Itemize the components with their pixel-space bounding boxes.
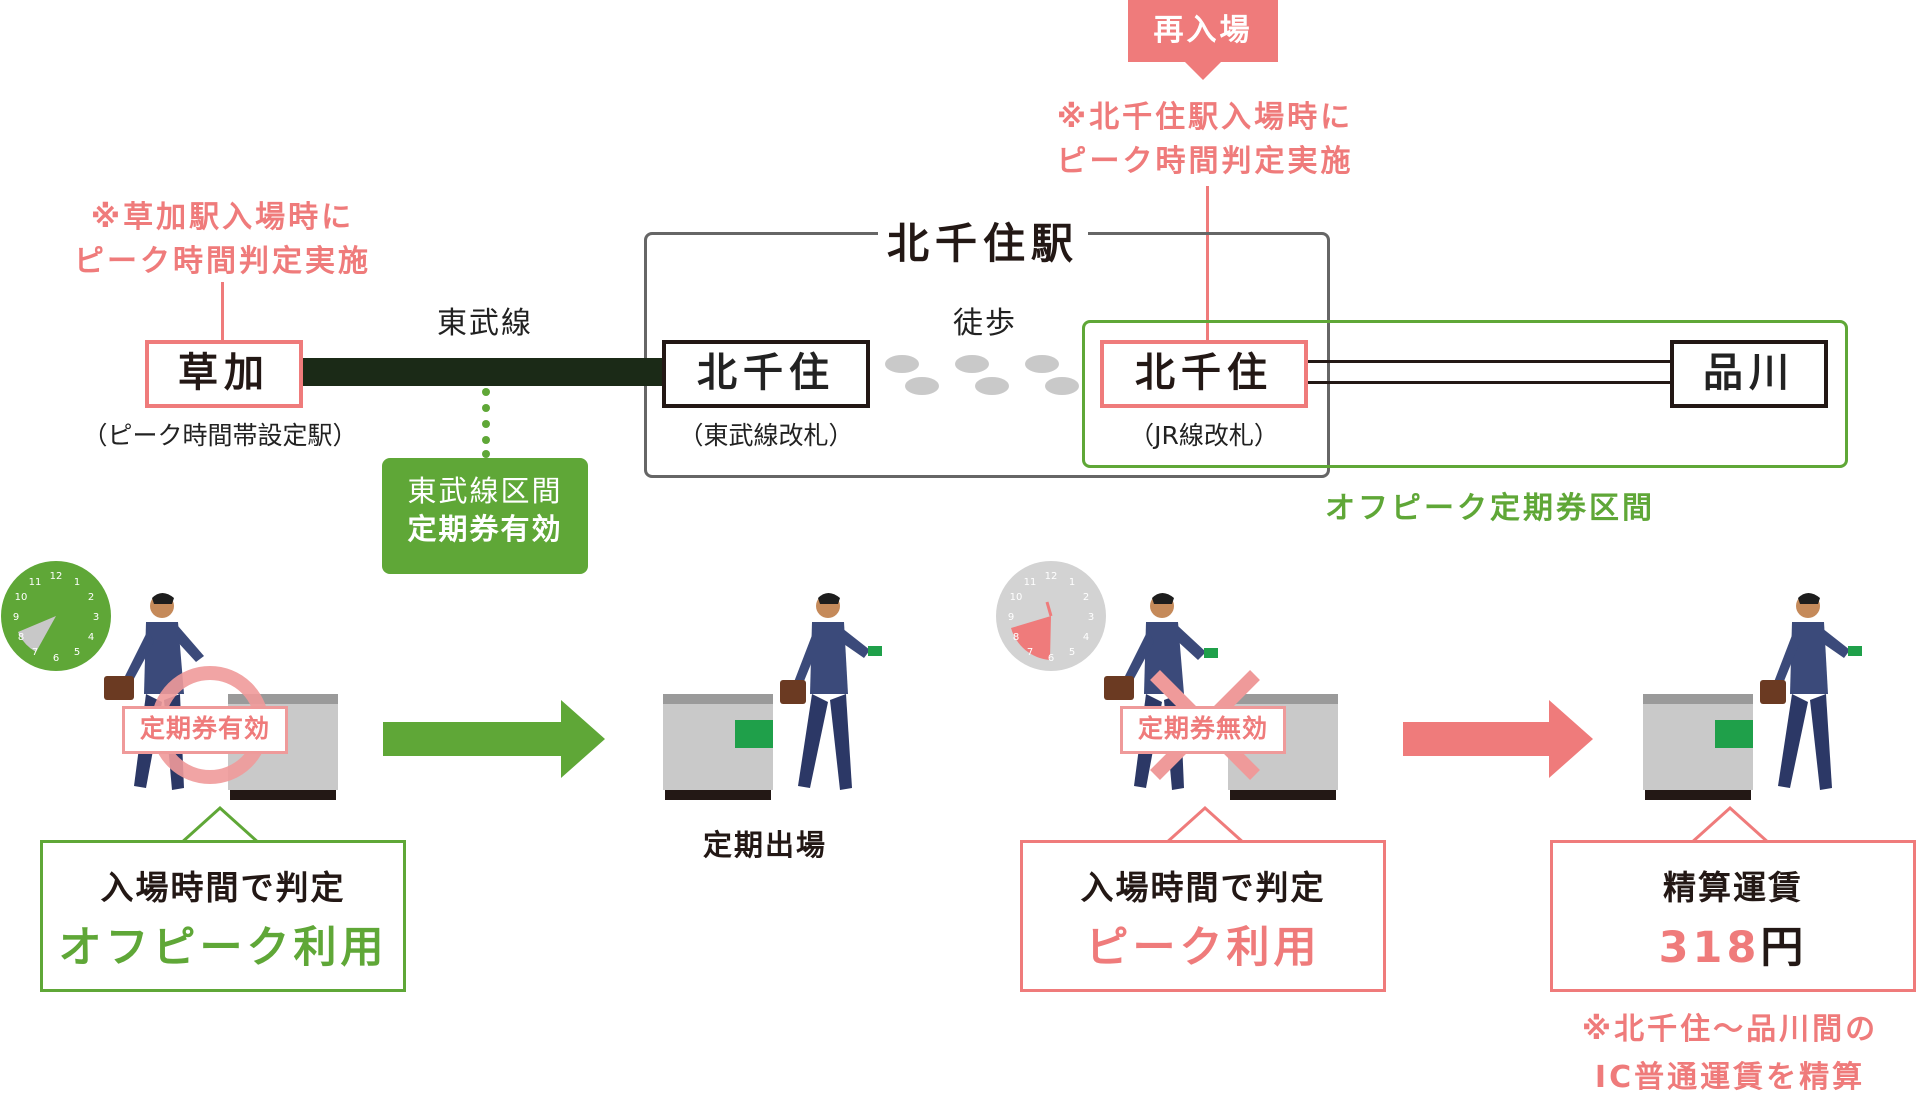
station-soka: 草加	[145, 340, 303, 408]
reentry-tag-label: 再入場	[1153, 13, 1253, 48]
clock-number: 9	[13, 612, 19, 623]
kitasenju-station-title: 北千住駅	[878, 210, 1088, 271]
jr-line-track	[1305, 360, 1675, 384]
callout-peak-line1: 入場時間で判定	[1080, 868, 1326, 907]
fare-currency: 円	[1760, 923, 1808, 973]
clock-number: 10	[1010, 592, 1023, 603]
callout-offpeak: 入場時間で判定 オフピーク利用	[40, 840, 406, 992]
ticket-gate-fare-icon	[1643, 694, 1753, 800]
fare-note-line1: ※北千住〜品川間の	[1581, 1012, 1879, 1047]
clock-number: 6	[1048, 653, 1054, 664]
exit-caption: 定期出場	[702, 828, 827, 862]
soka-peak-note: ※草加駅入場時に ピーク時間判定実施	[55, 196, 390, 284]
clock-number: 5	[74, 647, 80, 658]
callout-peak: 入場時間で判定 ピーク利用	[1020, 840, 1386, 992]
callout-fare-amount-line: 318円	[1553, 913, 1913, 975]
kitasenju-note-line2: ピーク時間判定実施	[1056, 144, 1354, 179]
soka-note-line1: ※草加駅入場時に	[90, 200, 355, 235]
clock-number: 12	[50, 571, 63, 582]
clock-number: 4	[1083, 632, 1089, 643]
ticket-gate-exit-icon	[663, 694, 773, 800]
businessman-exit-icon	[780, 593, 882, 790]
station-soka-sub: （ピーク時間帯設定駅）	[82, 421, 358, 450]
clock-number: 8	[1013, 632, 1019, 643]
clock-number: 3	[93, 612, 99, 623]
clock-offpeak-icon: 12 1 2 3 4 5 6 7 8 9 10 11	[1, 561, 111, 671]
clock-number: 1	[1069, 577, 1075, 588]
callout-fare-pointer	[1686, 805, 1774, 846]
tobu-section-valid-box: 東武線区間 定期券有効	[382, 458, 588, 574]
kitasenju-peak-note: ※北千住駅入場時に ピーク時間判定実施	[1020, 96, 1390, 184]
tobu-section-line2: 定期券有効	[407, 512, 563, 546]
tobu-section-line1: 東武線区間	[407, 474, 563, 508]
clock-number: 9	[1008, 612, 1014, 623]
clock-number: 2	[88, 592, 94, 603]
clock-number: 11	[29, 577, 42, 588]
station-kitasenju-jr: 北千住	[1100, 340, 1308, 408]
offpeak-section-frame	[1082, 320, 1848, 468]
clock-number: 7	[32, 647, 38, 658]
green-arrow-icon	[383, 700, 605, 778]
clock-number: 2	[1083, 592, 1089, 603]
walk-label: 徒歩	[953, 306, 1017, 341]
reentry-tag: 再入場	[1128, 0, 1278, 62]
offpeak-section-label: オフピーク定期券区間	[1325, 491, 1655, 526]
clock-number: 10	[15, 592, 28, 603]
valid-stamp: 定期券有効	[122, 706, 288, 754]
tobu-line-label: 東武線	[437, 306, 533, 341]
kitasenju-note-line1: ※北千住駅入場時に	[1056, 100, 1354, 135]
clock-number: 4	[88, 632, 94, 643]
clock-number: 5	[1069, 647, 1075, 658]
clock-peak-icon: 12 1 2 3 4 5 6 7 8 9 10 11	[996, 561, 1106, 671]
clock-number: 8	[18, 632, 24, 643]
clock-peak-numbers: 12 1 2 3 4 5 6 7 8 9 10 11	[1008, 571, 1094, 664]
callout-fare-line1: 精算運賃	[1663, 868, 1803, 907]
clock-number: 7	[1027, 647, 1033, 658]
station-shinagawa: 品川	[1670, 340, 1828, 408]
soka-note-connector	[221, 282, 224, 342]
callout-peak-line2: ピーク利用	[1085, 923, 1321, 973]
invalid-stamp: 定期券無効	[1120, 706, 1286, 754]
station-kitasenju-tobu-sub: （東武線改札）	[678, 421, 854, 450]
clock-number: 6	[53, 653, 59, 664]
pink-arrow-icon	[1403, 700, 1593, 778]
tobu-line-track	[297, 358, 667, 386]
callout-peak-pointer	[1161, 805, 1249, 846]
fare-note: ※北千住〜品川間の IC普通運賃を精算	[1560, 1006, 1900, 1102]
callout-offpeak-line1: 入場時間で判定	[100, 868, 346, 907]
fare-amount: 318	[1658, 923, 1761, 973]
kitasenju-note-connector	[1206, 186, 1209, 340]
businessman-fare-icon	[1760, 593, 1862, 790]
callout-fare: 精算運賃 318円	[1550, 840, 1916, 992]
clock-number: 12	[1045, 571, 1058, 582]
callout-offpeak-pointer	[176, 805, 264, 846]
fare-note-line2: IC普通運賃を精算	[1594, 1060, 1866, 1095]
reentry-tag-pointer	[1183, 60, 1223, 80]
callout-offpeak-line2: オフピーク利用	[58, 923, 388, 973]
clock-number: 1	[74, 577, 80, 588]
clock-number: 11	[1024, 577, 1037, 588]
clock-offpeak-numbers: 12 1 2 3 4 5 6 7 8 9 10 11	[13, 571, 99, 664]
tobu-section-dotted-connector	[482, 388, 490, 458]
footprints-icon	[885, 355, 1079, 395]
station-kitasenju-jr-sub: （JR線改札）	[1129, 421, 1279, 450]
clock-number: 3	[1088, 612, 1094, 623]
soka-note-line2: ピーク時間判定実施	[74, 244, 371, 279]
station-kitasenju-tobu: 北千住	[662, 340, 870, 408]
